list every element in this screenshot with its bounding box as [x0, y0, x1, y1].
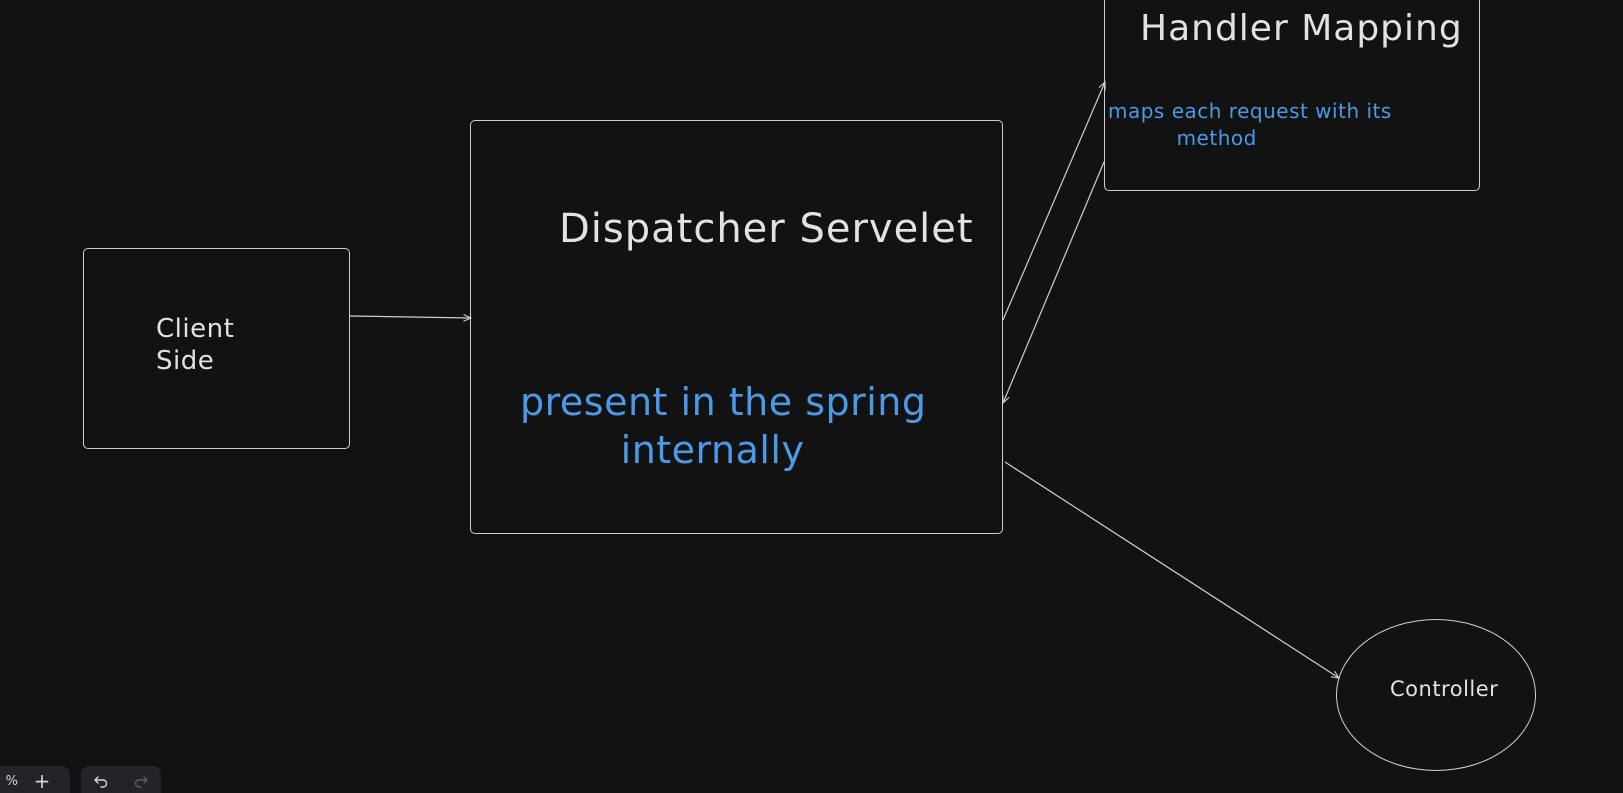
- zoom-in-button[interactable]: +: [33, 769, 51, 793]
- handler-mapping-box[interactable]: [1104, 0, 1480, 191]
- dispatcher-servlet-title: Dispatcher Servelet: [559, 206, 974, 252]
- controller-ellipse[interactable]: [1336, 619, 1536, 771]
- undo-icon: [94, 776, 108, 788]
- arrow-handler-to-dispatcher[interactable]: [1003, 161, 1105, 403]
- handler-mapping-note: maps each request with its method: [1108, 99, 1392, 150]
- redo-icon: [134, 776, 148, 788]
- arrow-client-to-dispatcher[interactable]: [349, 316, 471, 318]
- client-side-label: Client Side: [156, 314, 235, 376]
- history-controls: [81, 766, 161, 793]
- handler-mapping-title: Handler Mapping: [1140, 8, 1463, 49]
- redo-button[interactable]: [121, 766, 161, 793]
- arrow-dispatcher-to-handler[interactable]: [1002, 82, 1105, 321]
- undo-button[interactable]: [81, 766, 121, 793]
- dispatcher-servlet-note: present in the spring internally: [520, 380, 927, 472]
- arrow-dispatcher-to-controller[interactable]: [1004, 461, 1339, 678]
- client-side-box[interactable]: [83, 248, 350, 449]
- zoom-level-display[interactable]: %: [5, 773, 18, 789]
- controller-label: Controller: [1390, 677, 1499, 701]
- dispatcher-servlet-box[interactable]: [470, 120, 1003, 534]
- zoom-controls: % +: [0, 766, 70, 793]
